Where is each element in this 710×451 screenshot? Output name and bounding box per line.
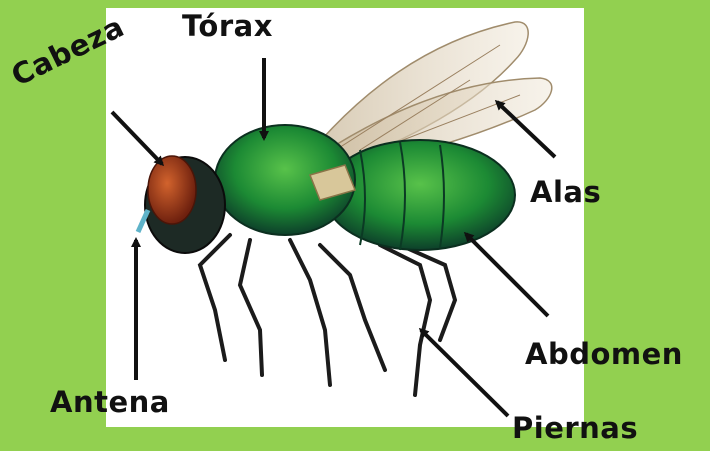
- legs: [200, 235, 455, 395]
- label-abdomen: Abdomen: [525, 340, 683, 369]
- arrow-cabeza: [112, 112, 162, 164]
- label-antena: Antena: [50, 388, 170, 417]
- arrow-abdomen: [466, 234, 548, 316]
- compound-eye: [148, 156, 196, 224]
- label-alas: Alas: [530, 178, 601, 207]
- label-piernas: Piernas: [512, 414, 638, 443]
- label-torax: Tórax: [182, 12, 273, 41]
- arrow-piernas: [421, 330, 508, 416]
